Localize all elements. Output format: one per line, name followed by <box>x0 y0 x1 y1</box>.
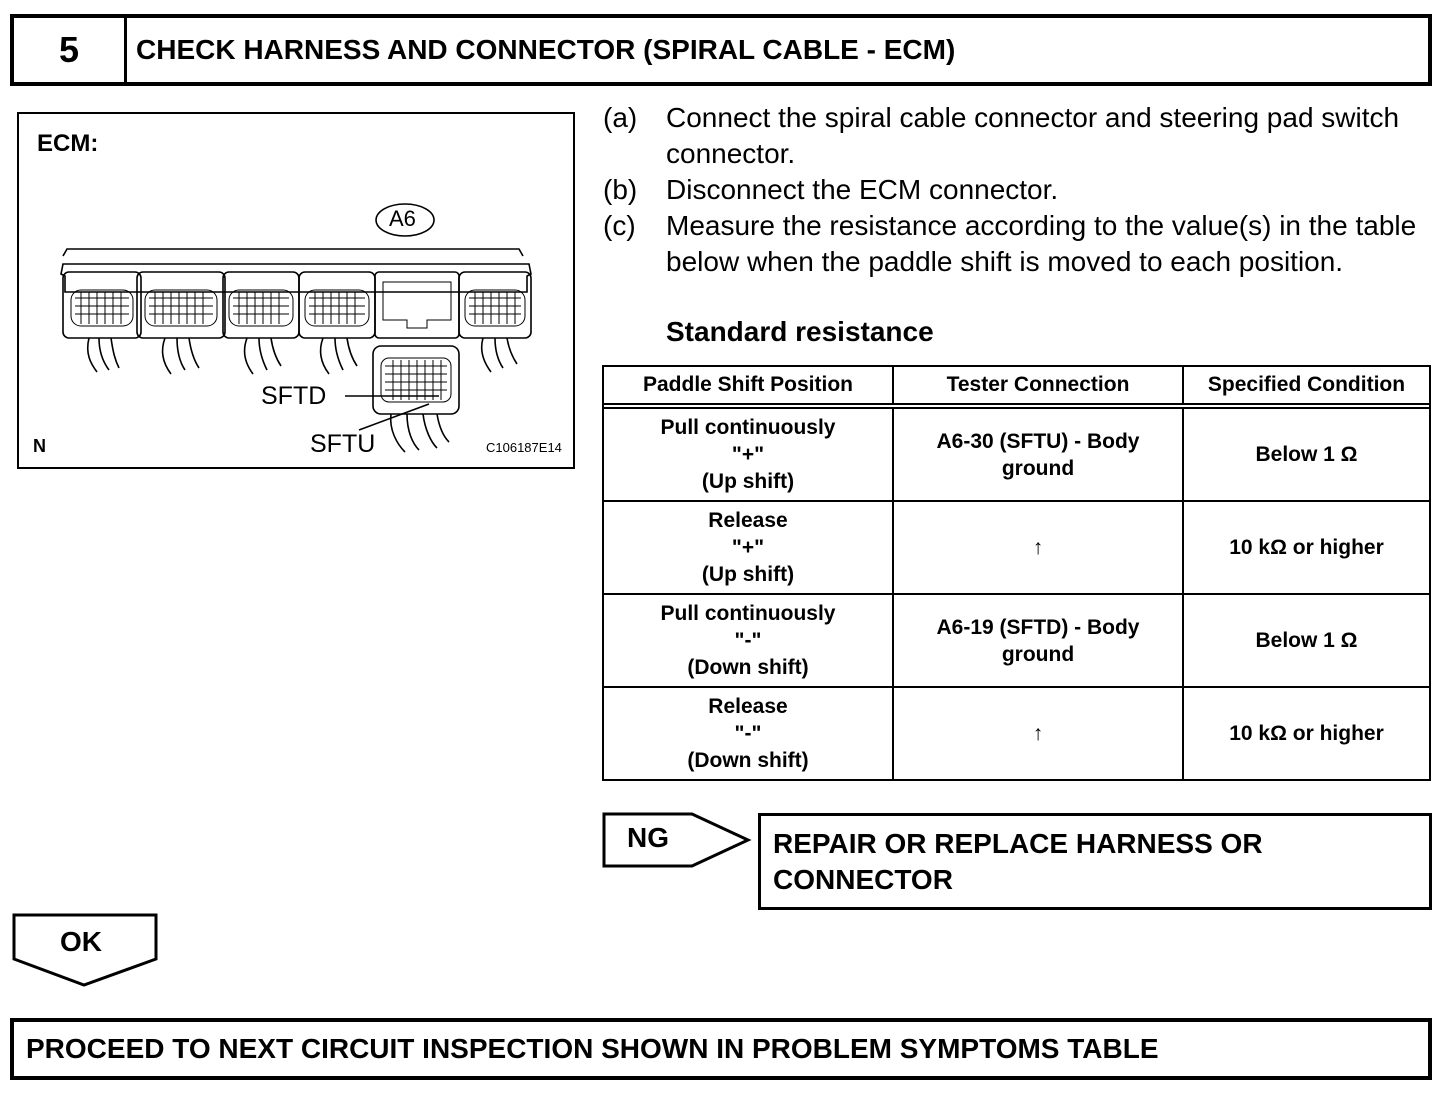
instruction-text: Measure the resistance according to the … <box>666 210 1417 277</box>
step-title: CHECK HARNESS AND CONNECTOR (SPIRAL CABL… <box>136 34 956 65</box>
step-header: 5 CHECK HARNESS AND CONNECTOR (SPIRAL CA… <box>10 14 1432 86</box>
table-row: Release "+" (Up shift) ↑ 10 kΩ or higher <box>602 500 1431 595</box>
cell-tester: ↑ <box>892 500 1184 595</box>
ecm-connector-drawing <box>60 203 532 453</box>
cell-tester: ↑ <box>892 686 1184 781</box>
proceed-box: PROCEED TO NEXT CIRCUIT INSPECTION SHOWN… <box>10 1018 1432 1080</box>
cell-condition: 10 kΩ or higher <box>1182 500 1431 595</box>
cell-position: Release "-" (Down shift) <box>602 686 894 781</box>
instruction-b: (b) Disconnect the ECM connector. <box>603 172 1443 208</box>
instruction-label: (a) <box>603 102 638 133</box>
ng-label: NG <box>627 822 669 853</box>
cell-condition: Below 1 Ω <box>1182 593 1431 688</box>
connector-tag: A6 <box>389 206 416 231</box>
pin-label-sftu: SFTU <box>310 430 376 458</box>
ecm-label: ECM: <box>37 130 99 157</box>
table-row: Pull continuously "+" (Up shift) A6-30 (… <box>602 407 1431 502</box>
cell-position: Release "+" (Up shift) <box>602 500 894 595</box>
cell-condition: Below 1 Ω <box>1182 407 1431 502</box>
header-specified-condition: Specified Condition <box>1182 365 1431 405</box>
instruction-c: (c) Measure the resistance according to … <box>603 208 1443 316</box>
ok-label: OK <box>60 926 102 957</box>
ng-result-box: REPAIR OR REPLACE HARNESS OR CONNECTOR <box>758 813 1432 910</box>
figure-code: C106187E14 <box>486 440 562 455</box>
ecm-connector-figure: ECM: A6 SFTD SFTU N C106187E14 <box>17 112 575 469</box>
spec-table: Paddle Shift Position Tester Connection … <box>602 365 1431 781</box>
instruction-text: Disconnect the ECM connector. <box>666 174 1059 205</box>
pin-label-sftd: SFTD <box>261 382 327 410</box>
header-paddle-shift-position: Paddle Shift Position <box>602 365 894 405</box>
cell-position: Pull continuously "-" (Down shift) <box>602 593 894 688</box>
cell-tester: A6-30 (SFTU) - Body ground <box>892 407 1184 502</box>
step-number: 5 <box>14 18 127 82</box>
cell-condition: 10 kΩ or higher <box>1182 686 1431 781</box>
ng-arrow-icon <box>602 812 752 868</box>
standard-resistance-label: Standard resistance <box>666 316 934 347</box>
table-header-row: Paddle Shift Position Tester Connection … <box>602 365 1431 405</box>
cell-position: Pull continuously "+" (Up shift) <box>602 407 894 502</box>
instruction-label: (c) <box>603 210 636 241</box>
instruction-a: (a) Connect the spiral cable connector a… <box>603 100 1443 172</box>
figure-corner-letter: N <box>33 436 46 456</box>
instruction-text: Connect the spiral cable connector and s… <box>666 102 1400 169</box>
cell-tester: A6-19 (SFTD) - Body ground <box>892 593 1184 688</box>
instruction-label: (b) <box>603 174 638 205</box>
table-row: Release "-" (Down shift) ↑ 10 kΩ or high… <box>602 686 1431 781</box>
header-tester-connection: Tester Connection <box>892 365 1184 405</box>
ok-arrow-icon <box>12 913 158 987</box>
table-row: Pull continuously "-" (Down shift) A6-19… <box>602 593 1431 688</box>
